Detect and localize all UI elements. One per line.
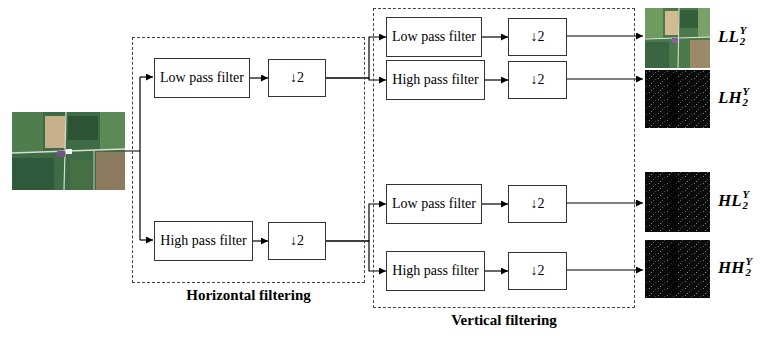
connector-arrow — [482, 36, 508, 37]
input-lines — [125, 77, 153, 240]
downsample-box: ↓2 — [508, 18, 567, 56]
subband-label: LLY2 — [718, 25, 747, 47]
subband-label: HHY2 — [718, 256, 752, 278]
subscript: 2 — [743, 200, 750, 211]
filter-box: Low pass filter — [386, 17, 482, 57]
box-label: ↓2 — [531, 72, 545, 87]
filter-group: Vertical filteringLow pass filter↓2High … — [373, 8, 635, 308]
connector-arrow — [253, 240, 268, 241]
connector-arrow — [326, 78, 386, 80]
filter-box: Low pass filter — [386, 184, 482, 224]
box-label: Low pass filter — [392, 29, 476, 44]
box-label: High pass filter — [160, 233, 246, 248]
box-label: ↓2 — [531, 196, 545, 211]
connector-arrow — [250, 77, 268, 78]
subscript: 2 — [743, 97, 750, 108]
subband-label: HLY2 — [718, 189, 749, 211]
script-stack: Y2 — [743, 86, 750, 108]
filter-group: Horizontal filteringLow pass filter↓2Hig… — [132, 37, 365, 283]
connector-arrow — [485, 270, 508, 271]
superscript: Y — [745, 256, 752, 267]
script-stack: Y2 — [740, 25, 747, 47]
connector-arrow — [326, 241, 386, 271]
superscript: Y — [743, 189, 750, 200]
subband-name: LL — [718, 28, 739, 45]
box-label: ↓2 — [290, 233, 304, 248]
detail-images — [645, 70, 710, 298]
box-label: ↓2 — [290, 70, 304, 85]
downsample-box: ↓2 — [508, 61, 567, 99]
ll-image — [645, 8, 710, 68]
box-label: ↓2 — [531, 29, 545, 44]
script-stack: Y2 — [745, 256, 752, 278]
box-label: High pass filter — [392, 72, 478, 87]
superscript: Y — [740, 25, 747, 36]
downsample-box: ↓2 — [508, 252, 567, 290]
connector-arrow — [485, 79, 508, 80]
group-heading: Vertical filtering — [374, 312, 634, 329]
filter-box: High pass filter — [386, 60, 485, 100]
box-label: Low pass filter — [392, 196, 476, 211]
output-arrows — [566, 36, 643, 270]
subband-name: HL — [718, 192, 742, 209]
subband-name: HH — [718, 259, 744, 276]
script-stack: Y2 — [743, 189, 750, 211]
subband-label: LHY2 — [718, 86, 749, 108]
subband-name: LH — [718, 89, 742, 106]
connector-arrow — [326, 37, 386, 78]
subscript: 2 — [745, 267, 752, 278]
group-heading: Horizontal filtering — [133, 287, 364, 304]
connector-arrow — [482, 203, 508, 204]
superscript: Y — [743, 86, 750, 97]
input-image — [12, 112, 125, 190]
downsample-box: ↓2 — [268, 222, 326, 260]
filter-box: High pass filter — [386, 251, 485, 291]
filter-box: High pass filter — [154, 221, 253, 261]
connector-arrow — [326, 204, 386, 241]
box-label: High pass filter — [392, 263, 478, 278]
box-label: ↓2 — [531, 263, 545, 278]
filter-box: Low pass filter — [154, 58, 250, 98]
downsample-box: ↓2 — [508, 185, 567, 223]
box-label: Low pass filter — [160, 70, 244, 85]
downsample-box: ↓2 — [268, 59, 326, 97]
subscript: 2 — [740, 36, 747, 47]
